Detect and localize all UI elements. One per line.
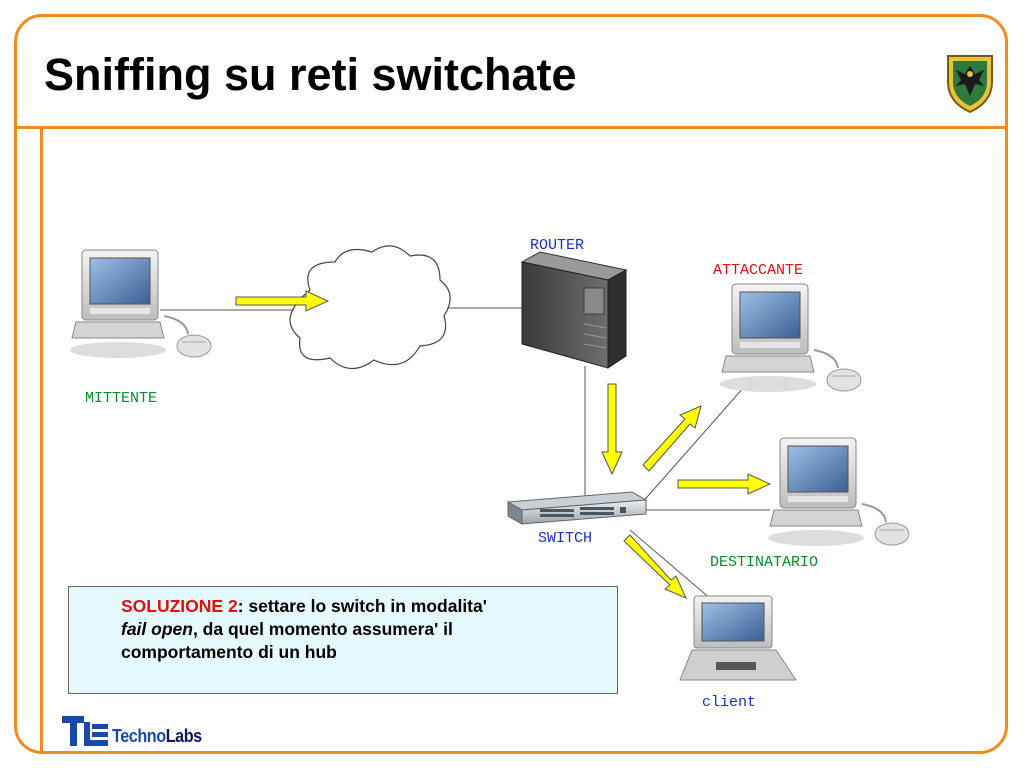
label-destinatario: DESTINATARIO	[710, 554, 818, 571]
destinatario-computer-icon	[767, 437, 910, 547]
label-attaccante: ATTACCANTE	[713, 262, 803, 279]
label-mittente: MITTENTE	[85, 390, 157, 407]
arrow-router-to-switch-icon	[601, 383, 623, 476]
solution-highlight: SOLUZIONE 2	[121, 596, 238, 616]
technolabs-wordmark: TechnoLabs	[112, 726, 202, 747]
arrow-mittente-to-cloud-icon	[235, 290, 330, 312]
solution-line1: : settare lo switch in modalita'	[237, 596, 487, 616]
data-flow-arrows	[235, 290, 772, 599]
brand-techno: Techno	[112, 726, 166, 746]
connection-lines	[160, 307, 770, 601]
slide-title: Sniffing su reti switchate	[44, 49, 577, 100]
client-laptop-icon	[679, 595, 797, 681]
label-router: ROUTER	[530, 237, 584, 254]
solution-line2: , da quel momento assumera' il	[192, 619, 453, 639]
arrow-switch-to-destinatario-icon	[677, 473, 772, 495]
left-rule	[40, 128, 43, 752]
label-client: client	[702, 694, 756, 711]
router-server-icon	[520, 251, 628, 369]
slide-frame	[14, 14, 1008, 754]
mittente-computer-icon	[69, 249, 212, 359]
eagle-crest-shield-icon	[947, 55, 993, 114]
technolabs-brand: TechnoLabs	[62, 716, 222, 750]
brand-labs: Labs	[165, 726, 202, 746]
attaccante-computer-icon	[719, 283, 862, 393]
internet-cloud-icon	[289, 245, 451, 370]
arrow-switch-to-attaccante-icon	[642, 405, 702, 472]
arrow-switch-to-client-icon	[623, 534, 687, 599]
solution-note-text: SOLUZIONE 2: settare lo switch in modali…	[121, 595, 581, 664]
solution-note-box: SOLUZIONE 2: settare lo switch in modali…	[68, 586, 618, 694]
technolabs-logo-icon	[62, 716, 108, 746]
solution-italic: fail open	[121, 619, 193, 639]
label-switch: SWITCH	[538, 530, 592, 547]
network-switch-icon	[506, 491, 648, 525]
solution-line3: comportamento di un hub	[121, 642, 337, 662]
title-underline	[17, 126, 1005, 129]
